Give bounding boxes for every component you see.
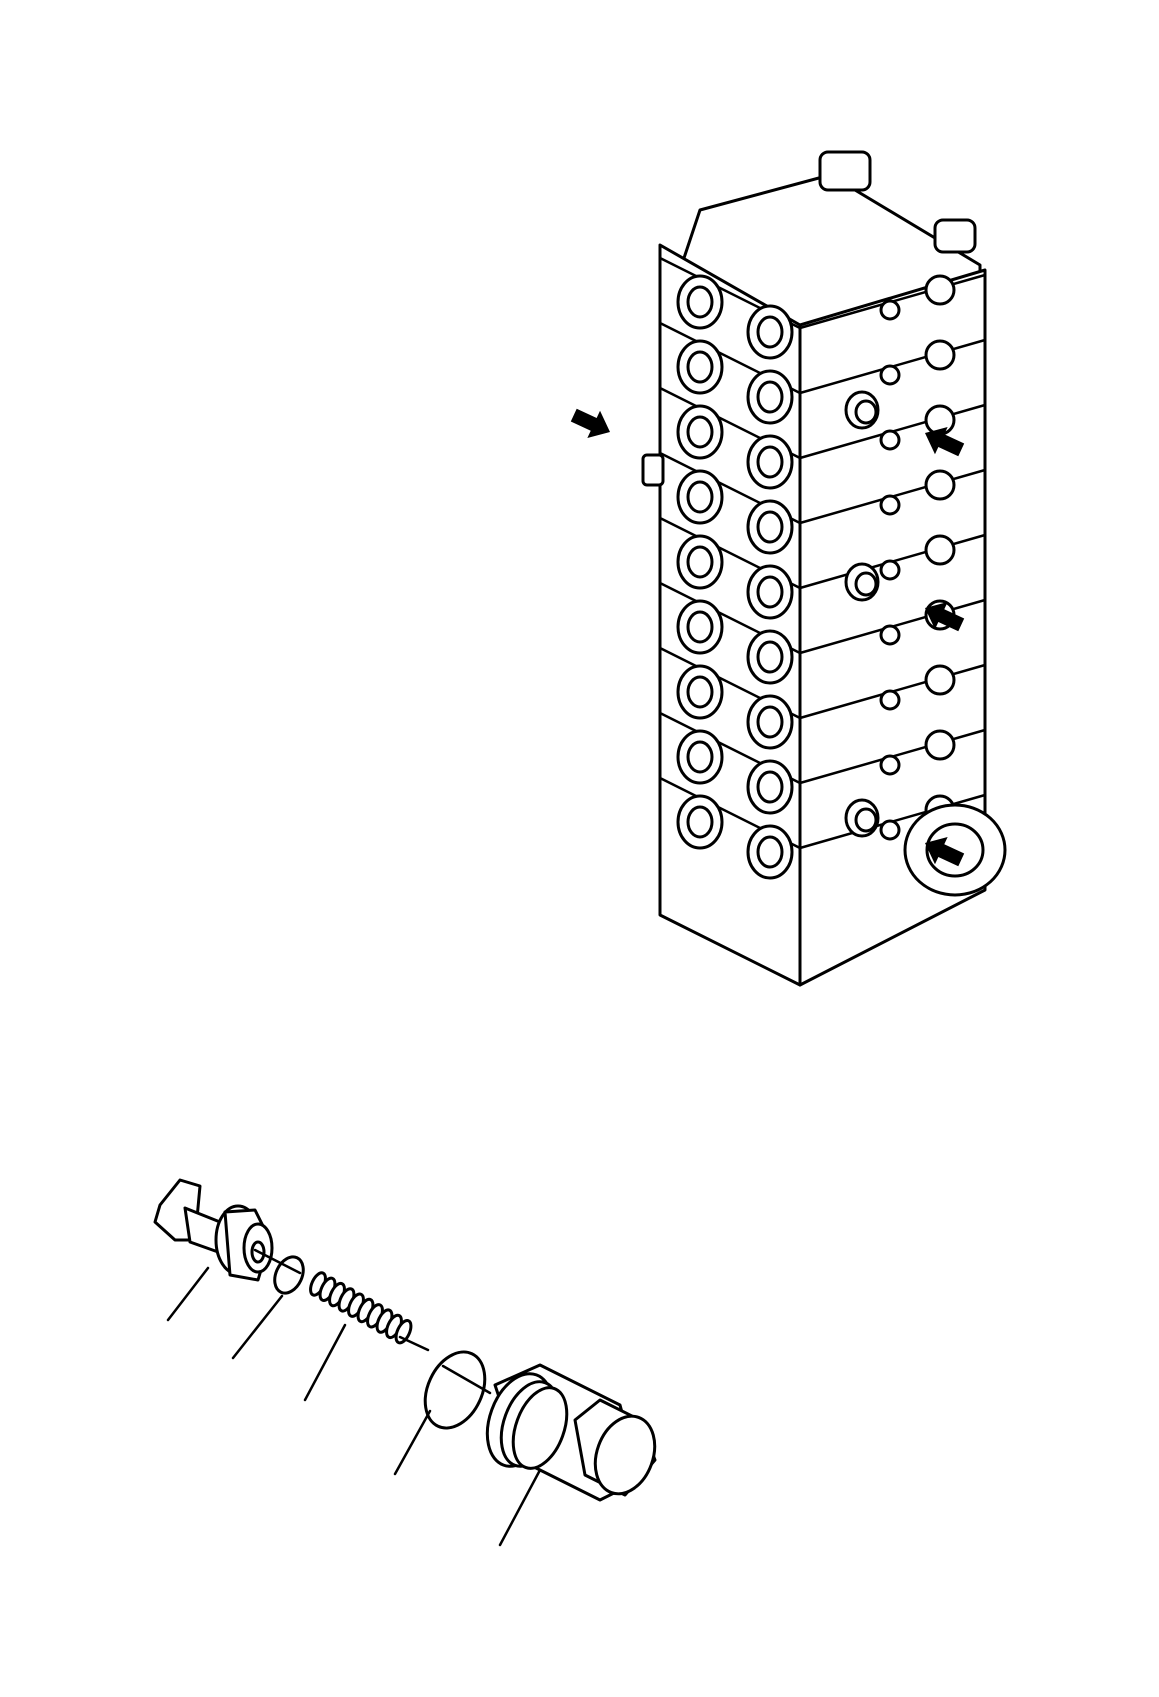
valve-section: [658, 321, 987, 425]
arrow-icon: [570, 408, 610, 438]
side-hole: [879, 494, 901, 516]
arrow-icon: [925, 837, 965, 867]
o-ring-small: [273, 1255, 305, 1295]
side-hole: [879, 429, 901, 451]
port-hole: [756, 510, 784, 544]
port-hole: [756, 380, 784, 414]
valve-section: [658, 386, 987, 490]
port-hole: [756, 770, 784, 804]
leader-line: [166, 1266, 210, 1322]
side-plug: [641, 453, 665, 487]
leader-line: [498, 1468, 542, 1547]
side-hole: [924, 339, 956, 371]
relief-valve-parts: [153, 1178, 657, 1547]
valve-section: [658, 451, 987, 555]
port-hole: [756, 640, 784, 674]
control-valve-block: [641, 150, 1007, 987]
valve-top-boss: [818, 150, 872, 192]
port-hole: [686, 545, 714, 579]
valve-section: [658, 256, 987, 360]
leader-line: [231, 1294, 284, 1360]
port-hole: [756, 445, 784, 479]
port-hole: [756, 315, 784, 349]
valve-section: [658, 711, 987, 815]
relief-valve-plug: [844, 390, 880, 430]
side-hole: [879, 754, 901, 776]
port-hole: [686, 805, 714, 839]
port-hole: [756, 705, 784, 739]
side-hole: [924, 729, 956, 761]
leader-line: [393, 1409, 432, 1476]
side-hole: [924, 534, 956, 566]
side-hole: [924, 469, 956, 501]
port-hole: [686, 480, 714, 514]
port-hole: [686, 675, 714, 709]
port-hole: [686, 610, 714, 644]
port-hole: [686, 740, 714, 774]
arrow-icon: [925, 602, 965, 632]
axis-line: [441, 1364, 492, 1395]
side-hole: [879, 299, 901, 321]
relief-valve-plug: [844, 562, 880, 602]
valve-section: [658, 516, 987, 620]
side-hole: [924, 274, 956, 306]
leader-line: [303, 1323, 347, 1402]
port-hole: [756, 835, 784, 869]
port-hole: [686, 415, 714, 449]
axis-line: [398, 1335, 430, 1352]
spring: [309, 1271, 413, 1345]
side-hole: [879, 689, 901, 711]
axis-line: [253, 1248, 302, 1275]
side-hole: [879, 819, 901, 841]
plug: [485, 1363, 657, 1502]
valve-section: [658, 581, 987, 685]
relief-valve-poppet: [153, 1178, 274, 1282]
port-hole: [756, 575, 784, 609]
port-hole: [686, 285, 714, 319]
valve-top-boss: [933, 218, 977, 254]
side-hole: [879, 559, 901, 581]
o-ring-large: [423, 1350, 487, 1430]
side-hole: [879, 364, 901, 386]
side-hole: [879, 624, 901, 646]
valve-section: [658, 646, 987, 750]
valve-section: [658, 776, 987, 880]
arrow-icon: [925, 427, 965, 457]
port-hole: [686, 350, 714, 384]
relief-valve-plug: [844, 798, 880, 838]
side-hole: [924, 664, 956, 696]
